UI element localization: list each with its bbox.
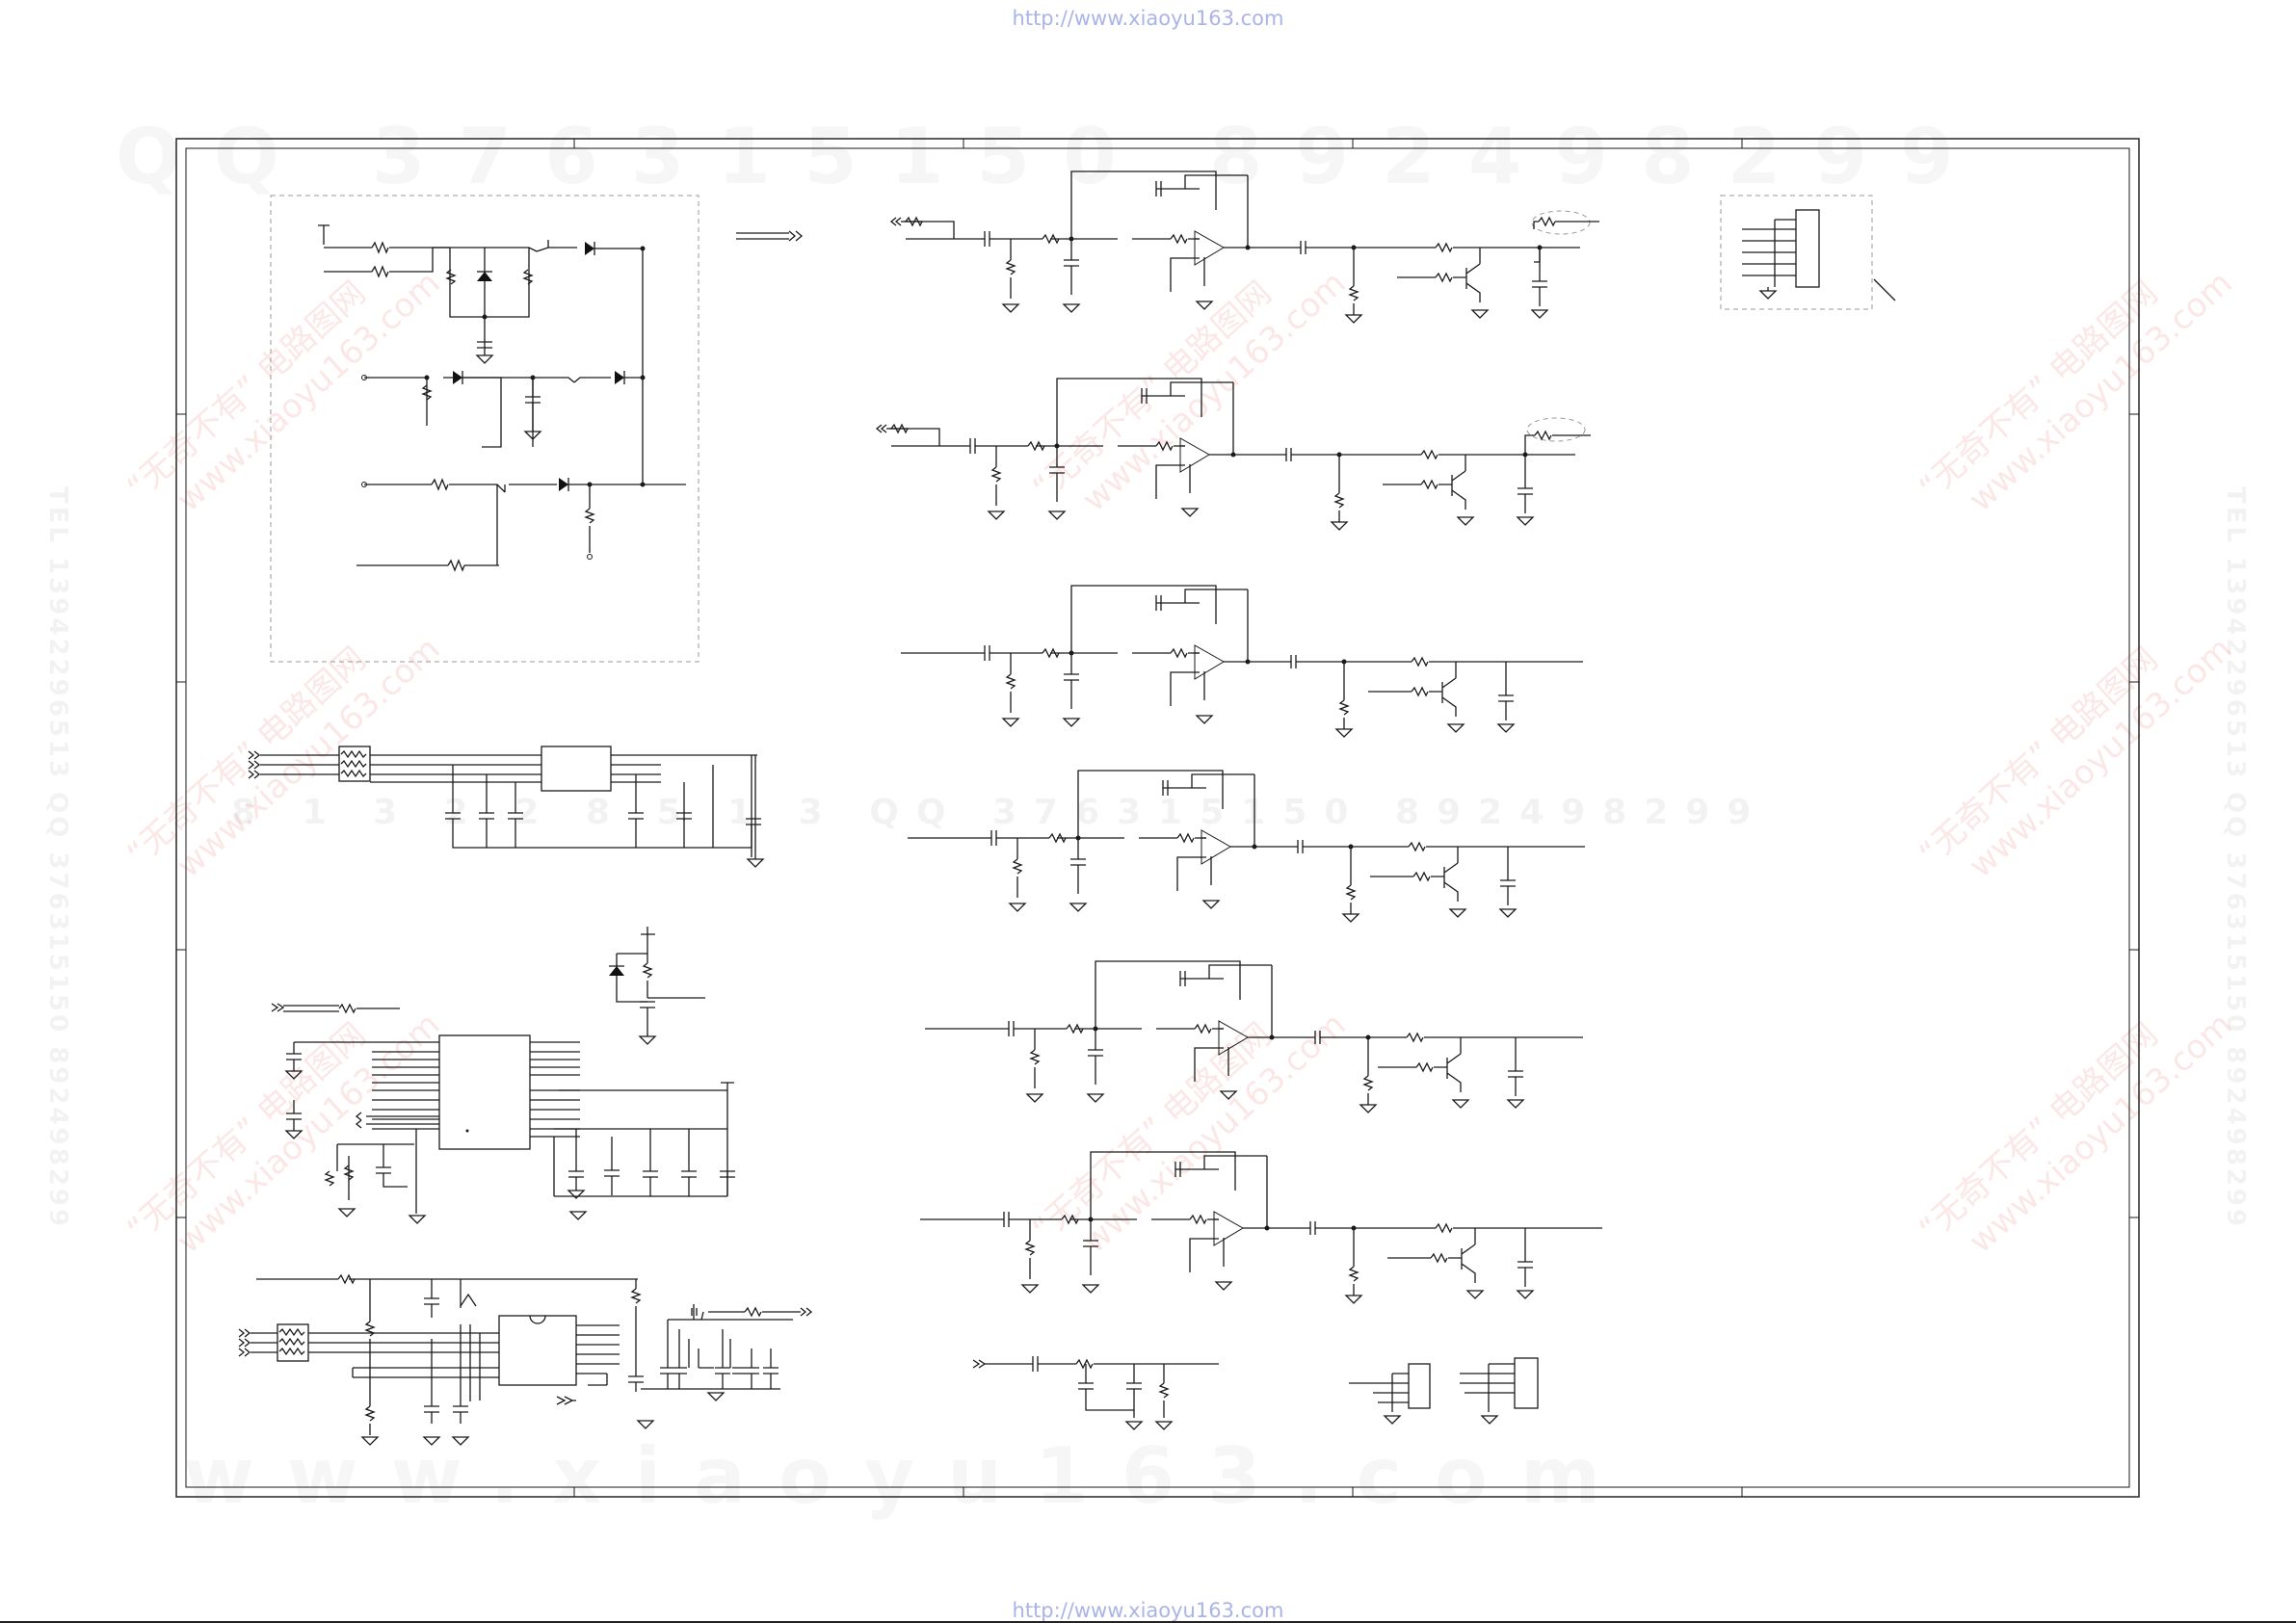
stamp-line2: www.xiaoyu163.com: [1962, 630, 2240, 885]
power-supply-block: [270, 195, 699, 663]
stamp-line2: www.xiaoyu163.com: [1962, 264, 2240, 519]
stamp-line2: www.xiaoyu163.com: [170, 630, 448, 885]
watermark-middle-band: 8 1 3 2 2 8 5 1 3 QQ 376315150 892498299: [231, 793, 1768, 832]
amplifier-channel-2: [875, 378, 1591, 531]
connector-top-right: [1720, 195, 1896, 310]
stamp-line2: www.xiaoyu163.com: [1962, 1006, 2240, 1261]
watermark-bottom-band: www.xiaoyu163.com: [183, 1431, 1633, 1521]
stamp-watermark: “无奇不有” 电路图网 www.xiaoyu163.com: [1912, 1006, 2240, 1261]
junction-dots: [424, 246, 646, 487]
connector-bottom-b: [1460, 1357, 1539, 1425]
stamp-line2: www.xiaoyu163.com: [170, 264, 448, 519]
ic-block-2: [271, 1003, 735, 1224]
ic-block-1: [248, 746, 765, 868]
ground-symbols-power: [475, 354, 542, 440]
stamp-watermark: “无奇不有” 电路图网 www.xiaoyu163.com: [119, 630, 448, 885]
page-bottom-rule: [0, 1621, 2296, 1623]
stamp-watermark: “无奇不有” 电路图网 www.xiaoyu163.com: [119, 264, 448, 519]
watermark-side-left: TEL 13942296513 QQ 376315150 892498299: [43, 486, 72, 1229]
stamp-watermark: “无奇不有” 电路图网 www.xiaoyu163.com: [119, 1006, 448, 1261]
amplifier-channel-6: [920, 1151, 1602, 1304]
header-source-url[interactable]: http://www.xiaoyu163.com: [1012, 7, 1284, 30]
stamp-line2: www.xiaoyu163.com: [170, 1006, 448, 1261]
amplifier-channel-5: [925, 960, 1583, 1113]
stamp-watermark: “无奇不有” 电路图网 www.xiaoyu163.com: [1912, 630, 2240, 885]
watermark-layer: QQ 376315150 892498299 8 1 3 2 2 8 5 1 3…: [43, 112, 2250, 1521]
amplifier-channel-1: [889, 170, 1599, 324]
watermark-side-right: TEL 13942296513 QQ 376315150 892498299: [2221, 486, 2250, 1229]
zener-regulator: [609, 927, 705, 1045]
footer-source-url[interactable]: http://www.xiaoyu163.com: [1012, 1599, 1284, 1622]
sheet-frame: [175, 138, 2140, 1498]
amplifier-channel-4: [908, 770, 1585, 923]
ic-block-3: [238, 1273, 813, 1446]
stamp-watermark: “无奇不有” 电路图网 www.xiaoyu163.com: [1025, 1006, 1353, 1261]
signal-arrow-stub: [736, 230, 804, 242]
stamp-watermark: “无奇不有” 电路图网 www.xiaoyu163.com: [1912, 264, 2240, 519]
connector-bottom-a: [1349, 1363, 1431, 1425]
amplifier-channel-3: [901, 585, 1583, 738]
watermark-top-band: QQ 376315150 892498299: [116, 112, 1987, 201]
stamp-line2: www.xiaoyu163.com: [1075, 264, 1354, 519]
output-filter-network: [972, 1356, 1219, 1430]
